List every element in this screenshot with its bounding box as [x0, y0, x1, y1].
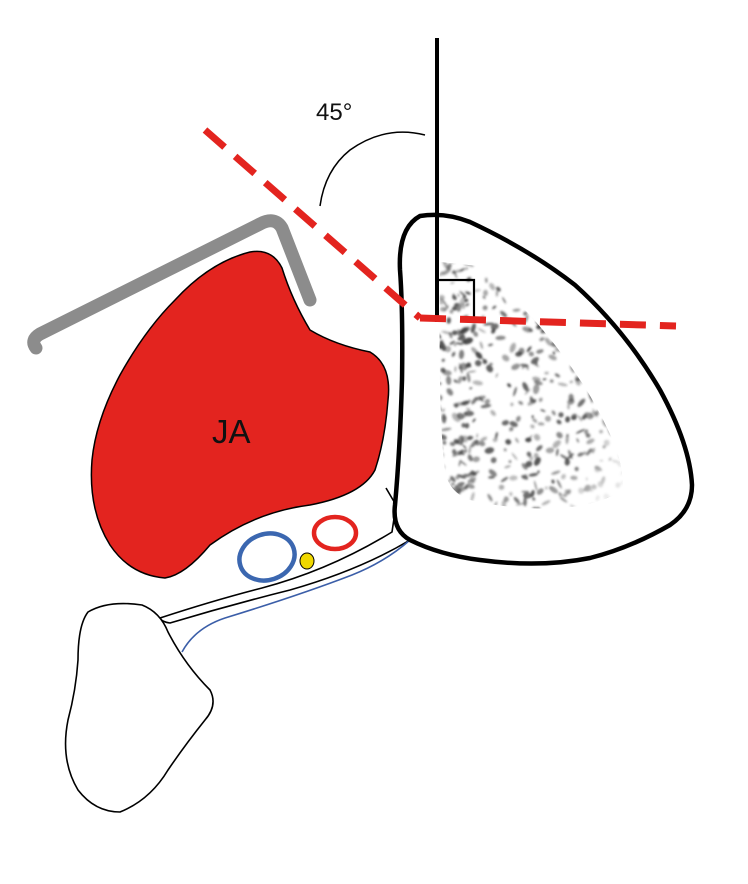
ja-label: JA [212, 413, 251, 450]
horizontal-dashed-line [419, 314, 677, 330]
thin-blue-line [181, 539, 411, 653]
connective-outline [159, 487, 397, 619]
angle-arc [319, 131, 426, 207]
gray-band [27, 214, 317, 355]
nerve-dot [299, 552, 315, 570]
artery-ring [311, 514, 359, 552]
oblique-dashed-line [202, 127, 423, 321]
lower-left-structure [64, 602, 214, 813]
texture-fade [439, 262, 623, 509]
ja-structure [90, 250, 390, 579]
angle-label: 45° [316, 99, 352, 126]
vein-ring [237, 531, 297, 583]
connective-lower-edge [159, 539, 411, 624]
right-angle-marker [437, 278, 476, 320]
